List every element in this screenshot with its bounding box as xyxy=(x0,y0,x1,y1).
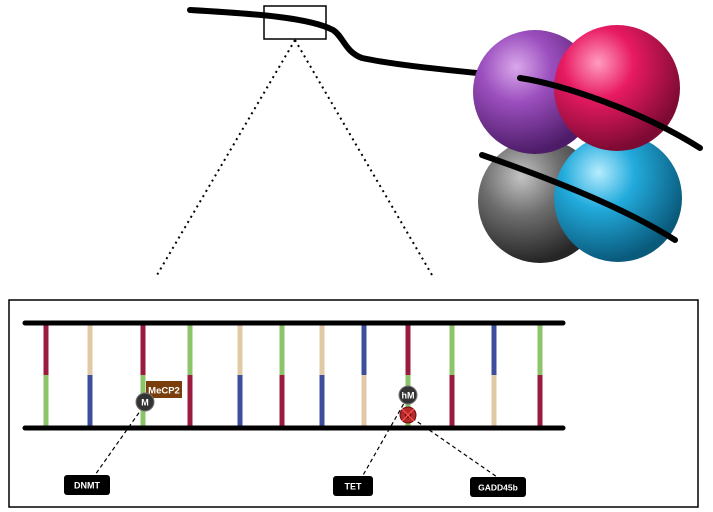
gadd45b-label: GADD45b xyxy=(478,483,518,493)
connector-dnmt xyxy=(94,406,144,476)
zoom-line-right xyxy=(294,39,433,276)
zoom-line-left xyxy=(156,39,296,276)
histone-cyan xyxy=(554,134,682,262)
tet-label: TET xyxy=(345,482,363,492)
connector-gadd45b xyxy=(411,417,498,478)
methyl-mark: M xyxy=(135,392,155,412)
detail-box xyxy=(8,299,699,508)
hydroxymethyl-label: hM xyxy=(402,391,415,401)
connector-tet xyxy=(361,397,408,478)
dna-wrap-upper xyxy=(517,75,703,151)
dna-ladder-rungs xyxy=(43,324,543,427)
tet-badge: TET xyxy=(333,476,373,496)
mecp2-badge: MeCP2 xyxy=(146,381,182,398)
chromatin-strand xyxy=(187,7,528,81)
gadd45b-badge: GADD45b xyxy=(470,477,526,497)
dna-wrap-lower xyxy=(479,152,678,243)
methyl-label: M xyxy=(141,398,149,408)
excised-methyl-mark: M xyxy=(399,406,417,424)
zoom-box xyxy=(263,5,327,40)
dnmt-badge: DNMT xyxy=(64,475,110,495)
nucleosome xyxy=(473,25,703,263)
dnmt-label: DNMT xyxy=(74,481,100,491)
hydroxymethyl-mark: hM xyxy=(398,385,418,405)
mecp2-label: MeCP2 xyxy=(148,386,180,397)
